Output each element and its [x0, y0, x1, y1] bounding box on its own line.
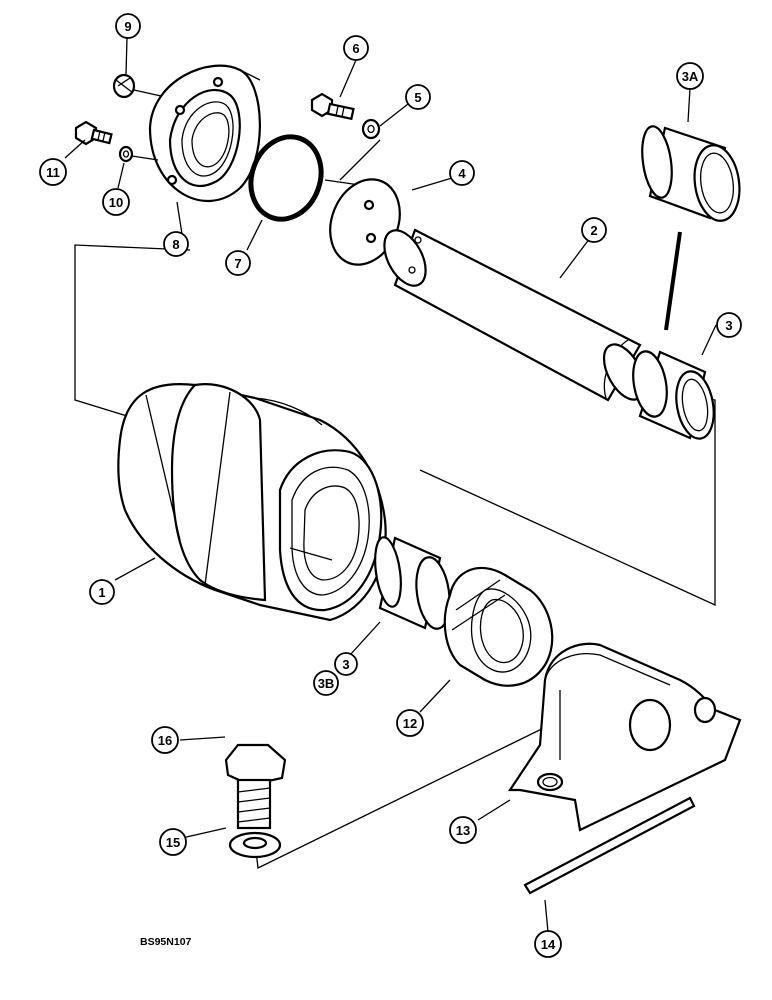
part-3-bushing-shaft — [632, 350, 715, 440]
part-3b-bushing — [374, 536, 451, 630]
callout-3b: 3B — [313, 670, 339, 696]
callout-1: 1 — [89, 579, 115, 605]
callout-4: 4 — [449, 160, 475, 186]
callout-9: 9 — [115, 13, 141, 39]
callout-6: 6 — [343, 35, 369, 61]
callout-3: 3 — [716, 312, 742, 338]
svg-text:3B: 3B — [318, 676, 335, 691]
svg-text:5: 5 — [414, 90, 421, 105]
svg-text:1: 1 — [98, 585, 105, 600]
svg-text:16: 16 — [158, 733, 172, 748]
part-5-washer — [361, 118, 381, 140]
svg-text:6: 6 — [352, 41, 359, 56]
callout-11: 11 — [39, 158, 67, 186]
part-2-shaft — [383, 228, 646, 402]
svg-text:9: 9 — [124, 19, 131, 34]
part-12-seal — [443, 566, 554, 687]
callout-10: 10 — [102, 188, 130, 216]
part-15-washer — [228, 831, 282, 859]
svg-text:7: 7 — [234, 256, 241, 271]
callout-2: 2 — [581, 217, 607, 243]
callout-15: 15 — [159, 828, 187, 856]
part-7-o-ring — [248, 134, 324, 222]
part-9-set-screw — [112, 73, 171, 99]
svg-text:3: 3 — [725, 318, 732, 333]
svg-text:12: 12 — [403, 716, 417, 731]
svg-text:10: 10 — [109, 195, 123, 210]
svg-text:15: 15 — [166, 835, 180, 850]
part-16-bolt — [224, 743, 287, 830]
svg-text:3: 3 — [342, 657, 349, 672]
callout-14: 14 — [534, 930, 562, 958]
part-8-end-collar — [148, 64, 261, 203]
callout-12: 12 — [396, 709, 424, 737]
callout-3b-number: 3 — [334, 652, 358, 676]
part-3a-bushing — [641, 125, 741, 331]
svg-text:4: 4 — [458, 166, 466, 181]
svg-text:8: 8 — [172, 237, 179, 252]
part-1-roller — [117, 383, 387, 622]
callout-8: 8 — [163, 231, 189, 257]
svg-text:2: 2 — [590, 223, 597, 238]
part-6-bolt — [310, 92, 355, 121]
part-10-lock-washer — [118, 145, 159, 163]
callout-13: 13 — [449, 816, 477, 844]
figure-code: BS95N107 — [140, 936, 192, 948]
svg-text:14: 14 — [541, 937, 556, 952]
callout-16: 16 — [151, 726, 179, 754]
callout-5: 5 — [405, 84, 431, 110]
callout-3a: 3A — [676, 62, 704, 90]
svg-text:13: 13 — [456, 823, 470, 838]
part-11-bolt — [74, 120, 113, 146]
svg-text:3A: 3A — [682, 69, 699, 84]
part-13-bracket — [507, 642, 742, 832]
callout-leaders — [64, 37, 717, 933]
callout-7: 7 — [225, 250, 251, 276]
svg-text:11: 11 — [46, 165, 60, 180]
part-14-shim — [523, 796, 696, 895]
